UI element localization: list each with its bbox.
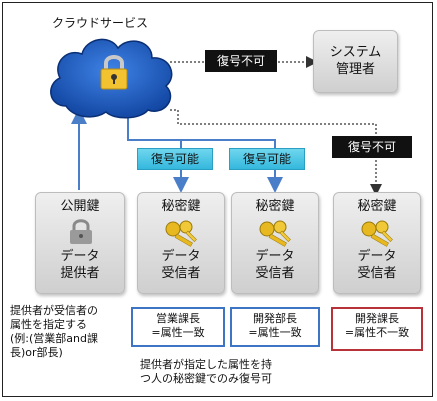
public-key-note-line1: 提供者が受信者の bbox=[10, 304, 98, 317]
public-key-note-line3: (例:(営業部and課 bbox=[10, 332, 98, 345]
admin-line2: 管理者 bbox=[335, 62, 375, 77]
attribute-3-role: 開発課長 bbox=[355, 312, 399, 325]
public-key-title: 公開鍵 bbox=[60, 199, 100, 214]
cannot-decrypt-label-top: 復号不可 bbox=[205, 50, 277, 72]
attribute-box-1: 営業課長 =属性一致 bbox=[131, 307, 225, 347]
receiver-box-3: 秘密鍵 データ 受信者 bbox=[333, 192, 421, 294]
receiver-2-line2: 受信者 bbox=[255, 266, 295, 281]
public-key-note-line2: 属性を指定する bbox=[10, 318, 87, 331]
public-key-note-line4: 長)or部長) bbox=[10, 346, 63, 359]
admin-line1: システム bbox=[329, 45, 382, 60]
receiver-1-line1: データ bbox=[161, 249, 201, 264]
attribute-2-match: =属性一致 bbox=[248, 326, 302, 339]
public-key-line1: データ bbox=[60, 249, 100, 264]
receiver-3-line2: 受信者 bbox=[357, 266, 397, 281]
footer-note: 提供者が指定した属性を持 つ人の秘密鍵でのみ復号可 bbox=[140, 358, 272, 386]
attribute-box-3: 開発課長 =属性不一致 bbox=[331, 307, 423, 351]
footer-note-line2: つ人の秘密鍵でのみ復号可 bbox=[140, 372, 272, 385]
receiver-1-line2: 受信者 bbox=[161, 266, 201, 281]
receiver-2-title: 秘密鍵 bbox=[255, 199, 295, 214]
attribute-box-2: 開発部長 =属性一致 bbox=[230, 307, 320, 347]
key-icon bbox=[361, 220, 393, 247]
system-admin-box: システム 管理者 bbox=[313, 30, 398, 93]
public-key-note: 提供者が受信者の 属性を指定する (例:(営業部and課 長)or部長) bbox=[10, 304, 98, 360]
attribute-3-match: =属性不一致 bbox=[344, 326, 410, 339]
attribute-1-role: 営業課長 bbox=[156, 312, 200, 325]
receiver-1-title: 秘密鍵 bbox=[161, 199, 201, 214]
key-icon bbox=[259, 220, 291, 247]
key-icon bbox=[165, 220, 197, 247]
receiver-2-line1: データ bbox=[255, 249, 295, 264]
receiver-box-1: 秘密鍵 データ 受信者 bbox=[137, 192, 225, 294]
public-key-box: 公開鍵 データ 提供者 bbox=[35, 192, 125, 294]
gray-padlock-icon bbox=[70, 219, 92, 244]
attribute-2-role: 開発部長 bbox=[253, 312, 297, 325]
diagram-frame bbox=[2, 2, 433, 397]
public-key-line2: 提供者 bbox=[60, 266, 100, 281]
cloud-title: クラウドサービス bbox=[52, 16, 149, 30]
padlock-icon bbox=[100, 55, 128, 90]
receiver-3-line1: データ bbox=[357, 249, 397, 264]
attribute-1-match: =属性一致 bbox=[151, 326, 205, 339]
footer-note-line1: 提供者が指定した属性を持 bbox=[140, 358, 272, 371]
can-decrypt-label-right: 復号可能 bbox=[229, 148, 305, 170]
can-decrypt-label-left: 復号可能 bbox=[137, 148, 213, 170]
receiver-box-2: 秘密鍵 データ 受信者 bbox=[231, 192, 319, 294]
cannot-decrypt-label-right: 復号不可 bbox=[332, 136, 412, 158]
receiver-3-title: 秘密鍵 bbox=[357, 199, 397, 214]
